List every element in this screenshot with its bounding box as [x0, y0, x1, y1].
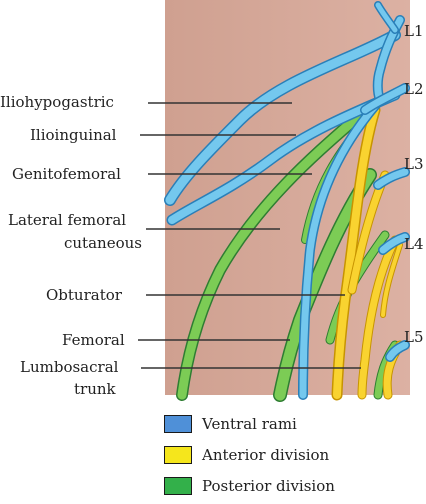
level-l3: L3	[404, 155, 424, 173]
label-obturator: Obturator	[46, 286, 122, 304]
label-lumbosacral-line2: trunk	[74, 380, 116, 398]
label-femoral: Femoral	[62, 331, 125, 349]
label-genitofemoral: Genitofemoral	[12, 165, 121, 183]
label-lumbosacral-line1: Lumbosacral	[20, 358, 119, 376]
label-ilioinguinal: Ilioinguinal	[30, 126, 117, 144]
legend-item-anterior-division: Anterior division	[164, 444, 329, 466]
legend-item-posterior-division: Posterior division	[164, 475, 335, 497]
label-lateral-femoral-line2: cutaneous	[64, 234, 142, 252]
label-iliohypogastric: Iliohypogastric	[0, 93, 114, 111]
legend-swatch-ventral-rami	[164, 415, 192, 433]
legend-label-posterior-division: Posterior division	[202, 477, 335, 495]
level-l5: L5	[404, 328, 424, 346]
legend-label-ventral-rami: Ventral rami	[202, 415, 297, 433]
legend-label-anterior-division: Anterior division	[202, 446, 330, 464]
level-l2: L2	[404, 80, 424, 98]
level-l1: L1	[404, 22, 424, 40]
legend-swatch-anterior-division	[164, 446, 192, 464]
leader-lines	[138, 102, 361, 369]
label-lateral-femoral-line1: Lateral femoral	[8, 211, 127, 229]
legend-swatch-posterior-division	[164, 477, 192, 495]
level-l4: L4	[404, 235, 424, 253]
legend-item-ventral-rami: Ventral rami	[164, 413, 297, 435]
anterior-division-nerves	[331, 104, 405, 401]
